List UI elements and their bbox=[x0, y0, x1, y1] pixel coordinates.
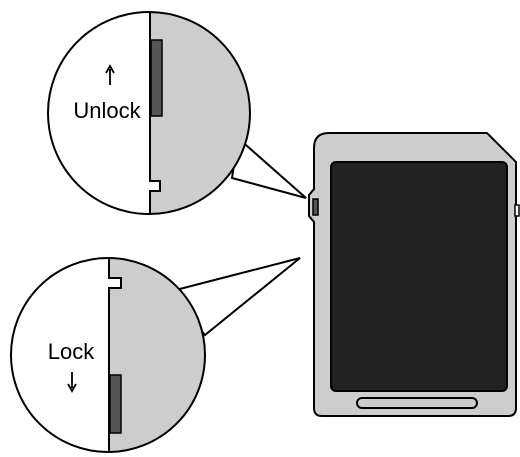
sd-card-side-notch bbox=[514, 204, 520, 217]
lock-magnifier-ring bbox=[10, 257, 206, 453]
unlock-card-edge-fill bbox=[150, 12, 250, 214]
unlock-magnifier: Unlock bbox=[47, 11, 251, 215]
arrow-down-icon bbox=[67, 372, 77, 393]
lock-card-edge-outline bbox=[108, 258, 122, 452]
lock-magnifier: Lock bbox=[10, 257, 206, 453]
unlock-label: Unlock bbox=[73, 98, 141, 123]
arrow-up-icon bbox=[105, 64, 115, 85]
lock-card-edge-fill bbox=[109, 258, 205, 452]
unlock-magnifier-ring bbox=[47, 11, 251, 215]
sd-card bbox=[308, 132, 520, 417]
sd-card-label-area bbox=[330, 161, 508, 392]
unlock-card-edge-outline bbox=[149, 12, 161, 214]
lock-label: Lock bbox=[48, 339, 95, 364]
sd-card-lock-switch bbox=[312, 198, 319, 216]
lock-switch-tab bbox=[109, 374, 122, 434]
sd-card-bottom-slot bbox=[356, 397, 478, 409]
unlock-switch-tab bbox=[150, 39, 163, 117]
